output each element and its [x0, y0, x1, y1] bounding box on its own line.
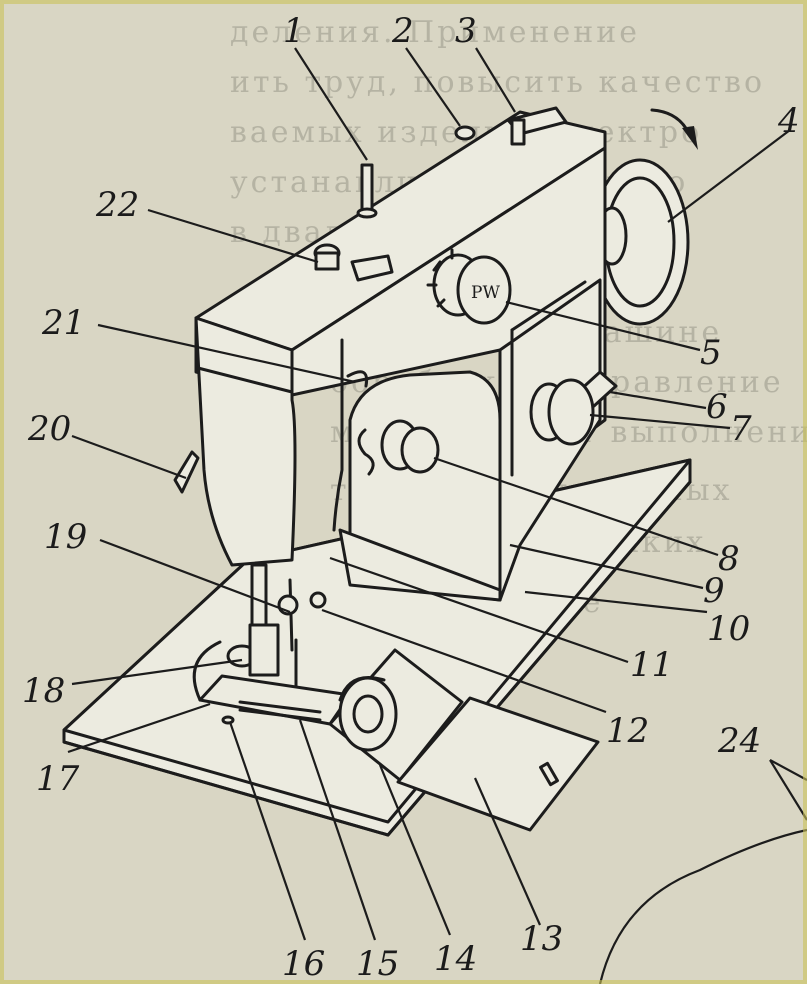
label-10: 10 [707, 609, 750, 649]
label-16: 16 [282, 944, 325, 984]
label-4: 4 [777, 101, 800, 141]
side-knob [529, 370, 618, 446]
label-12: 12 [606, 711, 649, 751]
label-6: 6 [706, 387, 728, 427]
bobbin-case [328, 648, 464, 782]
dial-text: PW [471, 283, 500, 303]
slide-plate [396, 696, 600, 832]
label-19: 19 [44, 517, 87, 557]
thread-guide [332, 338, 369, 532]
label-22: 22 [95, 185, 139, 225]
stitch-dial: PW [426, 248, 512, 325]
label-2: 2 [391, 11, 414, 51]
part-labels: 1 2 3 4 22 5 21 6 7 20 8 19 9 10 11 18 1… [22, 11, 800, 984]
label-20: 20 [27, 409, 71, 449]
label-3: 3 [455, 11, 477, 51]
svg-text:деления. Применение: деления. Применение [230, 15, 640, 50]
leader-lines [67, 47, 807, 984]
label-14: 14 [434, 939, 477, 979]
label-1: 1 [283, 11, 305, 51]
presser-lever [173, 450, 200, 494]
label-13: 13 [520, 919, 563, 959]
label-18: 18 [22, 671, 65, 711]
label-17: 17 [36, 759, 80, 799]
label-5: 5 [700, 333, 722, 373]
tension-knob [357, 419, 440, 476]
label-9: 9 [703, 571, 725, 611]
rotation-arrow [650, 108, 698, 150]
label-15: 15 [356, 944, 399, 984]
label-8: 8 [718, 539, 740, 579]
label-24: 24 [717, 721, 761, 761]
label-11: 11 [630, 645, 673, 685]
label-7: 7 [730, 409, 752, 449]
label-21: 21 [41, 303, 85, 343]
